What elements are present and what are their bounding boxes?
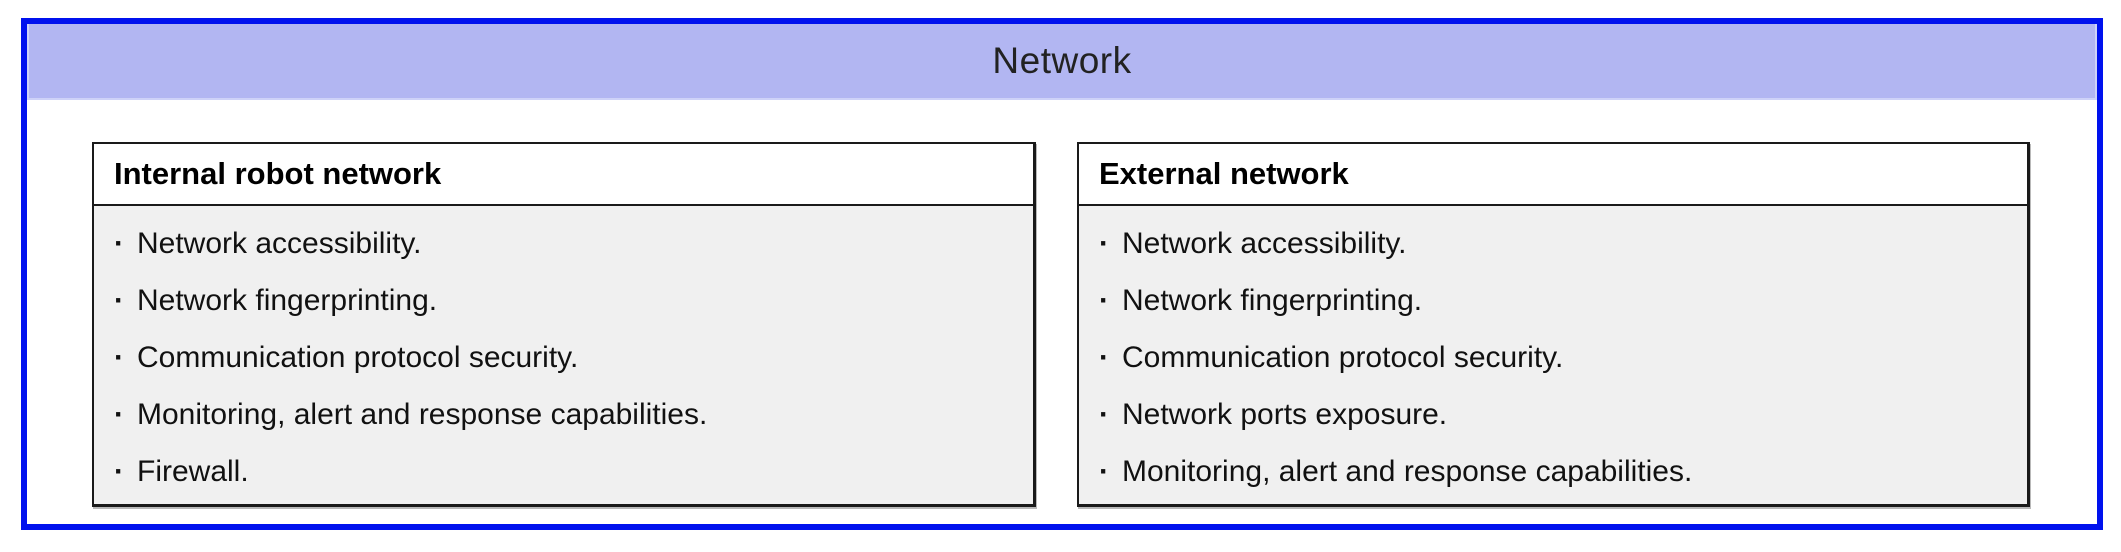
bullet-icon: ·: [114, 455, 124, 488]
list-item: · Monitoring, alert and response capabili…: [1099, 443, 2009, 500]
bullet-icon: ·: [1099, 455, 1109, 488]
card-body-external: · Network accessibility. · Network fingerp…: [1079, 206, 2027, 500]
network-group-frame: Network Internal robot network · Network …: [21, 18, 2103, 530]
list-item-text: Network accessibility.: [1122, 227, 1407, 260]
list-item: · Network fingerprinting.: [114, 272, 1015, 329]
list-item-text: Monitoring, alert and response capabilit…: [1122, 455, 1693, 488]
cards-row: Internal robot network · Network accessib…: [27, 142, 2097, 507]
bullet-icon: ·: [114, 284, 124, 317]
list-item-text: Communication protocol security.: [1122, 341, 1564, 374]
bullet-icon: ·: [114, 398, 124, 431]
list-item-text: Network fingerprinting.: [1122, 284, 1423, 317]
bullet-icon: ·: [1099, 398, 1109, 431]
card-body-internal: · Network accessibility. · Network fingerp…: [94, 206, 1033, 500]
list-item-text: Firewall.: [137, 455, 249, 488]
list-item: · Network ports exposure.: [1099, 386, 2009, 443]
card-header-internal: Internal robot network: [94, 144, 1033, 206]
bullet-icon: ·: [114, 341, 124, 374]
card-external-network: External network · Network accessibility.…: [1077, 142, 2030, 507]
list-item-text: Communication protocol security.: [137, 341, 579, 374]
group-title: Network: [992, 40, 1132, 81]
list-item: · Network accessibility.: [114, 215, 1015, 272]
list-item-text: Monitoring, alert and response capabilit…: [137, 398, 708, 431]
list-item: · Communication protocol security.: [114, 329, 1015, 386]
list-item-text: Network ports exposure.: [1122, 398, 1448, 431]
card-title-external: External network: [1099, 156, 1349, 191]
list-item: · Network fingerprinting.: [1099, 272, 2009, 329]
bullet-icon: ·: [1099, 341, 1109, 374]
bullet-icon: ·: [1099, 284, 1109, 317]
list-item: · Monitoring, alert and response capabili…: [114, 386, 1015, 443]
list-item: · Network accessibility.: [1099, 215, 2009, 272]
bullet-icon: ·: [1099, 227, 1109, 260]
list-item: · Firewall.: [114, 443, 1015, 500]
card-internal-robot-network: Internal robot network · Network accessib…: [92, 142, 1036, 507]
card-title-internal: Internal robot network: [114, 156, 442, 191]
card-header-external: External network: [1079, 144, 2027, 206]
list-item-text: Network accessibility.: [137, 227, 422, 260]
network-header-band: Network: [27, 24, 2097, 100]
list-item: · Communication protocol security.: [1099, 329, 2009, 386]
list-item-text: Network fingerprinting.: [137, 284, 438, 317]
bullet-icon: ·: [114, 227, 124, 260]
